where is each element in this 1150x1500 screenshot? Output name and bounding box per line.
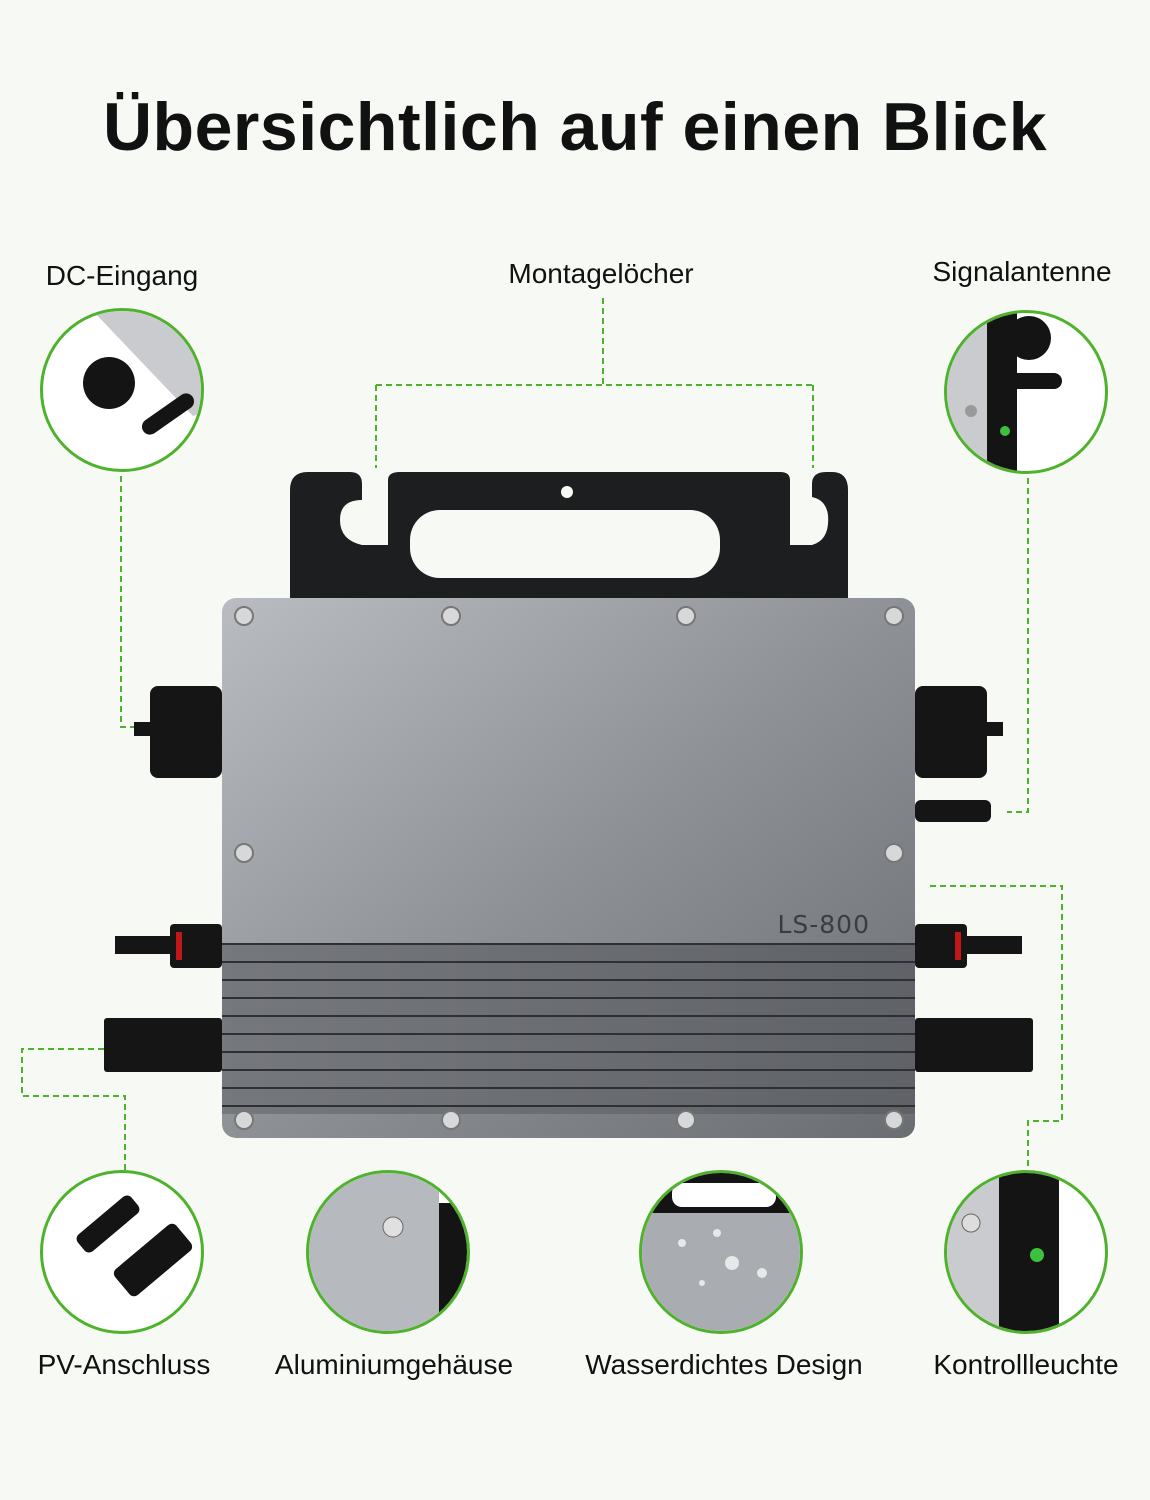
leader-lines	[21, 298, 1063, 1170]
detail-antenna	[944, 310, 1108, 474]
detail-housing	[306, 1170, 470, 1334]
detail-pv-connector	[40, 1170, 204, 1334]
label-mounting-holes: Montagelöcher	[508, 258, 694, 289]
label-pv-connector: PV-Anschluss	[37, 1349, 211, 1380]
screws	[234, 606, 904, 1130]
label-antenna: Signalantenne	[932, 256, 1112, 287]
dc-input-connector-right	[915, 686, 1003, 822]
detail-indicator	[944, 1170, 1108, 1334]
page-title: Übersichtlich auf einen Blick	[102, 89, 1048, 165]
label-dc-input: DC-Eingang	[45, 260, 199, 291]
detail-dc-input	[40, 308, 204, 472]
label-waterproof: Wasserdichtes Design	[585, 1349, 863, 1380]
dc-input-connector-left	[134, 686, 222, 778]
detail-waterproof	[639, 1170, 803, 1334]
ac-connectors	[104, 924, 1033, 1072]
label-indicator: Kontrollleuchte	[933, 1349, 1119, 1380]
cooling-fins	[222, 943, 915, 1114]
label-housing: Aluminiumgehäuse	[274, 1349, 514, 1380]
model-label: LS-800	[777, 910, 870, 939]
mounting-bracket	[290, 472, 848, 598]
